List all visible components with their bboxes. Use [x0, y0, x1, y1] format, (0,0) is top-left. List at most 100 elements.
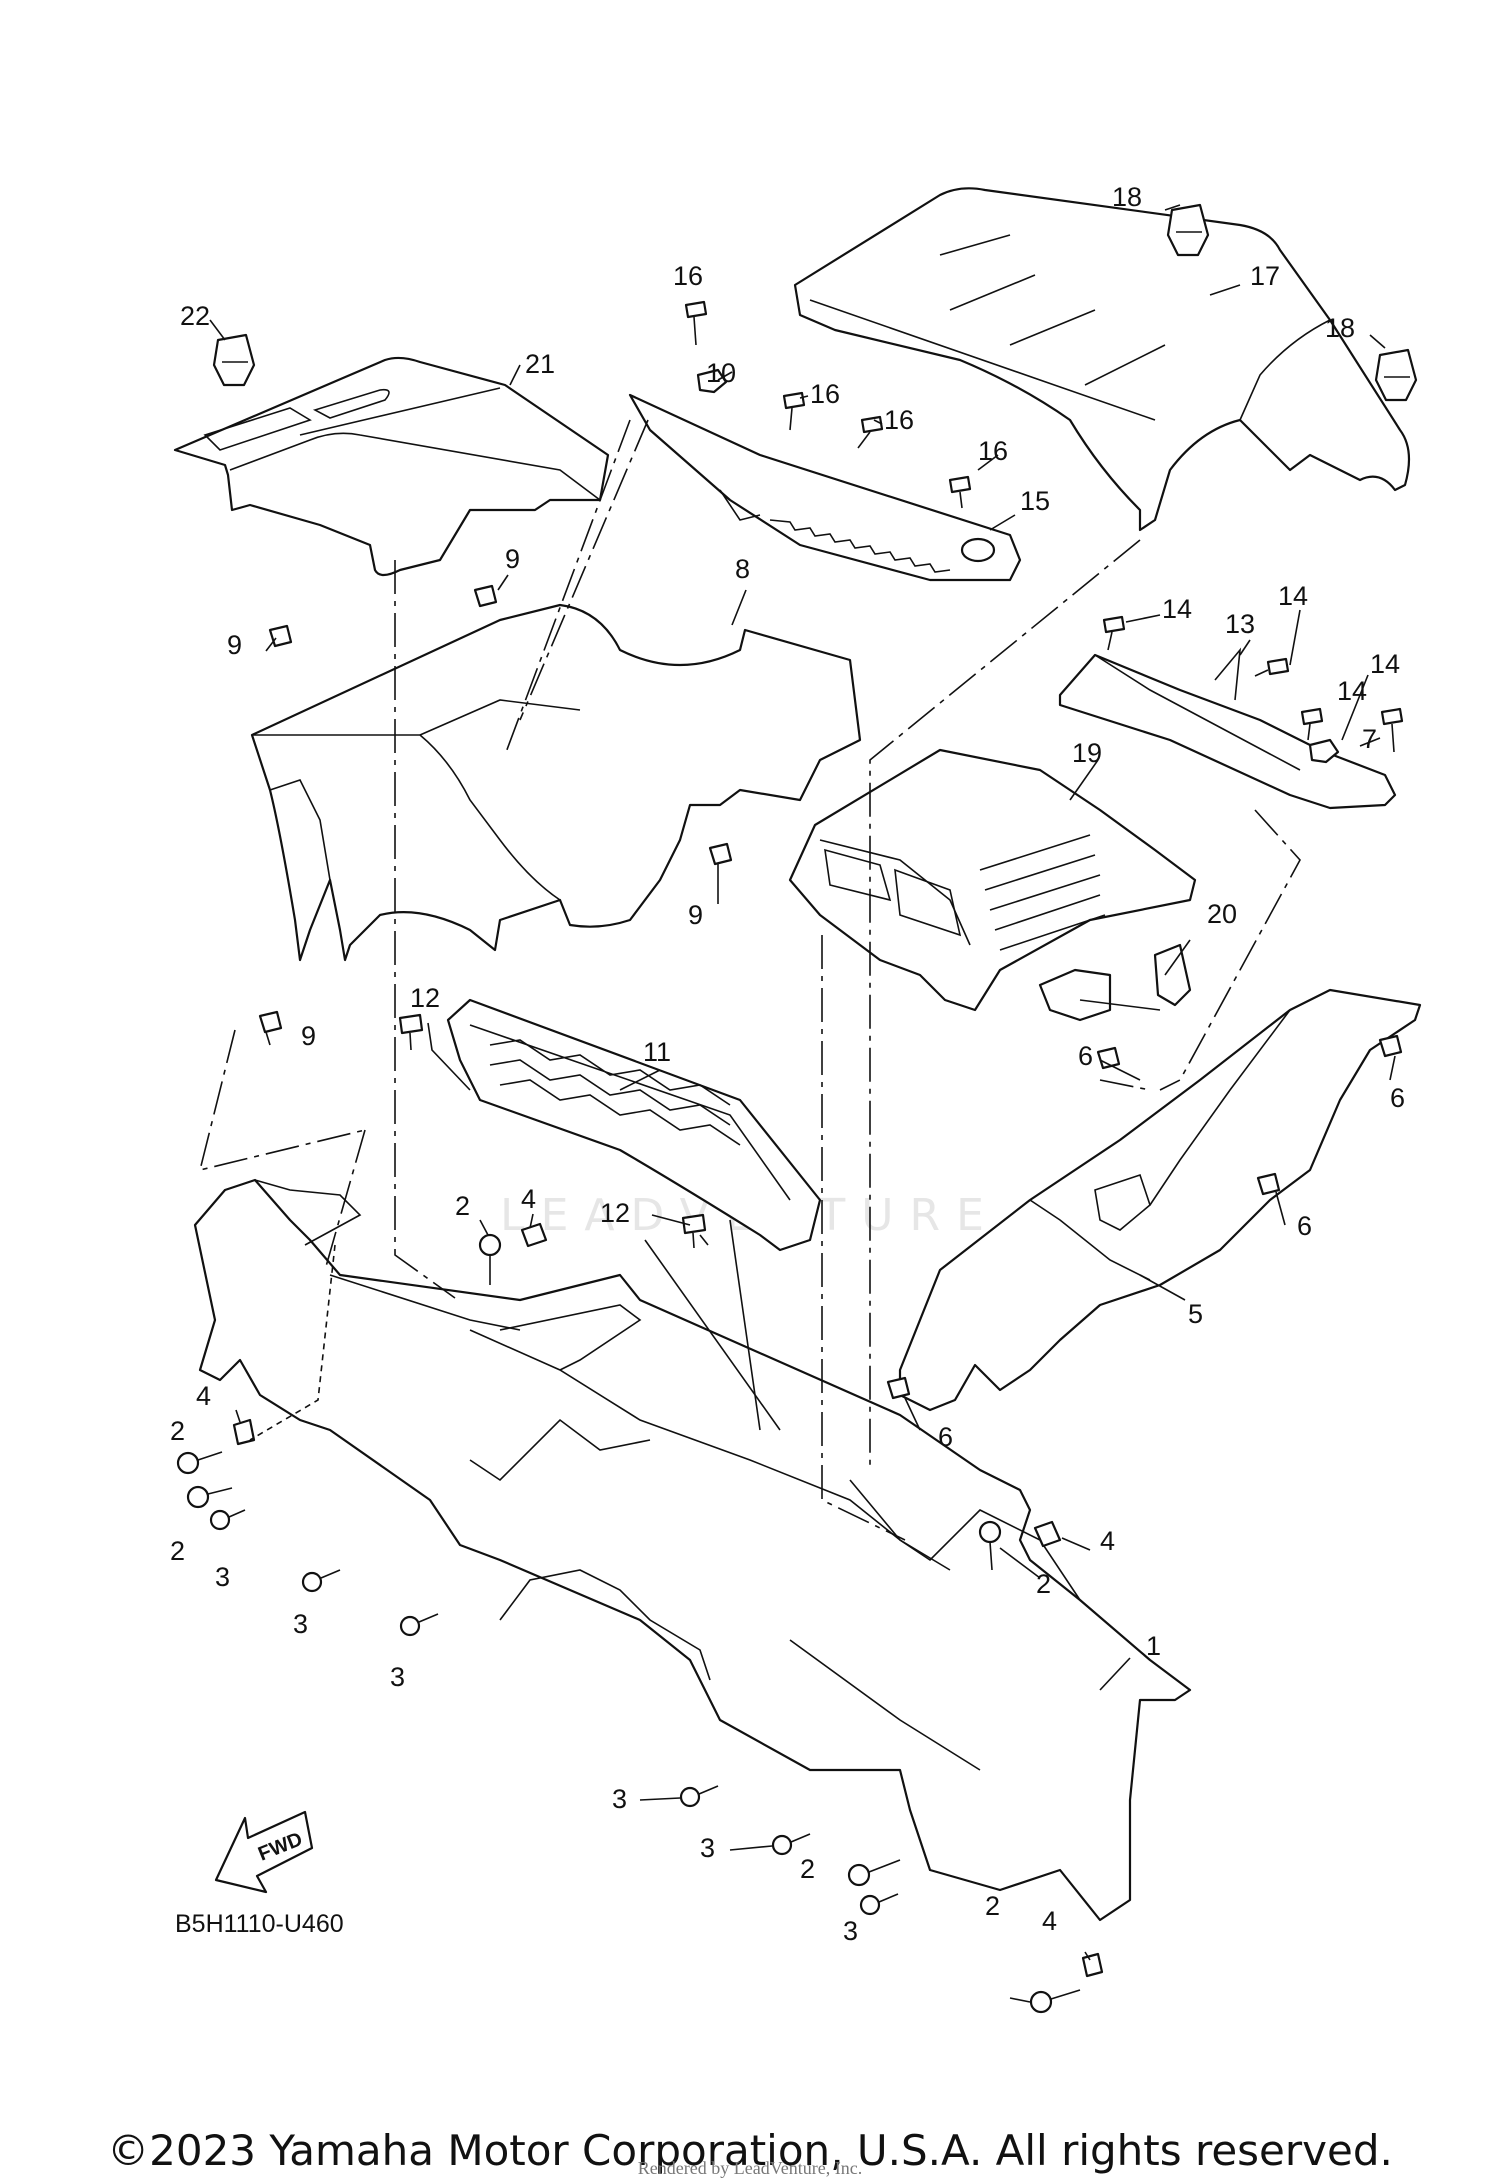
reference-lines [198, 419, 1301, 1541]
part-2-bolt-f[interactable] [1029, 1989, 1081, 2014]
part-13-bracket[interactable] [1058, 647, 1397, 810]
callout-4: 4 [1100, 1526, 1115, 1556]
callout-9: 9 [301, 1021, 316, 1051]
callout-8: 8 [735, 554, 750, 584]
callout-3: 3 [390, 1662, 405, 1692]
fwd-arrow: FWD [214, 1810, 314, 1894]
callout-16: 16 [978, 436, 1008, 466]
callout-2: 2 [1036, 1569, 1051, 1599]
callout-16: 16 [810, 379, 840, 409]
part-12-rivet-a[interactable] [398, 1013, 424, 1051]
callout-2: 2 [800, 1854, 815, 1884]
callout-18: 18 [1112, 182, 1142, 212]
callout-21: 21 [525, 349, 555, 379]
part-9-clip-d[interactable] [258, 1010, 283, 1034]
callout-3: 3 [843, 1916, 858, 1946]
callout-6: 6 [1390, 1083, 1405, 1113]
part-17-roof-cover[interactable] [793, 187, 1411, 532]
callout-4: 4 [521, 1184, 536, 1214]
part-2-bolt-a[interactable] [478, 1233, 502, 1285]
callout-3: 3 [700, 1833, 715, 1863]
part-14-screw-a[interactable] [1102, 615, 1126, 651]
part-3-screw-b[interactable] [301, 1569, 341, 1593]
callout-2: 2 [985, 1891, 1000, 1921]
part-6-clip-b[interactable] [1378, 1034, 1403, 1058]
part-3-screw-f[interactable] [859, 1893, 899, 1916]
callout-2: 2 [170, 1536, 185, 1566]
part-6-clip-c[interactable] [1256, 1172, 1281, 1196]
part-6-clip-d[interactable] [886, 1376, 911, 1400]
callout-6: 6 [938, 1422, 953, 1452]
callout-3: 3 [293, 1609, 308, 1639]
diagram-code: B5H1110-U460 [175, 1910, 344, 1938]
part-19-vent-cover[interactable] [788, 748, 1197, 1012]
part-11-grille[interactable] [446, 998, 822, 1252]
part-2-bolt-b[interactable] [176, 1451, 223, 1475]
part-7-nut[interactable] [1308, 738, 1340, 764]
part-14-screw-c[interactable] [1300, 707, 1324, 741]
part-4-clip-a[interactable] [520, 1222, 548, 1248]
part-18-clip-b[interactable] [1374, 348, 1418, 402]
part-9-clip-c[interactable] [708, 842, 733, 866]
callout-3: 3 [612, 1784, 627, 1814]
callout-2: 2 [170, 1416, 185, 1446]
callout-5: 5 [1188, 1299, 1203, 1329]
part-5-side-panel[interactable] [898, 988, 1422, 1412]
part-21-storage-lid[interactable] [173, 356, 610, 577]
part-9-clip-a[interactable] [473, 584, 498, 608]
callout-2: 2 [455, 1191, 470, 1221]
callout-10: 10 [706, 358, 736, 388]
part-16-screw-b[interactable] [782, 391, 806, 431]
part-6-clip-a[interactable] [1096, 1046, 1121, 1070]
callout-12: 12 [410, 983, 440, 1013]
part-8-dash-panel[interactable] [250, 603, 862, 962]
part-3-screw-a[interactable] [209, 1509, 246, 1531]
callout-7: 7 [1362, 724, 1377, 754]
part-2-bolt-c[interactable] [186, 1485, 233, 1509]
part-4-clip-c[interactable] [1033, 1520, 1062, 1548]
part-20-latch[interactable] [1038, 943, 1192, 1022]
callout-20: 20 [1207, 899, 1237, 929]
part-18-clip-a[interactable] [1166, 203, 1210, 257]
callout-6: 6 [1297, 1211, 1312, 1241]
part-3-screw-d[interactable] [679, 1785, 719, 1808]
callout-19: 19 [1072, 738, 1102, 768]
part-4-clip-b[interactable] [232, 1418, 256, 1446]
part-10-nut[interactable] [696, 368, 728, 394]
callout-labels: 1 2 2 2 2 2 2 3 3 3 3 3 3 4 4 4 4 5 6 6 … [170, 182, 1405, 1946]
part-4-clip-d[interactable] [1081, 1952, 1104, 1978]
callout-15: 15 [1020, 486, 1050, 516]
part-2-bolt-e[interactable] [847, 1859, 901, 1887]
callout-9: 9 [227, 630, 242, 660]
callout-14: 14 [1370, 649, 1400, 679]
part-22-clip[interactable] [212, 333, 256, 387]
part-16-screw-a[interactable] [684, 300, 708, 346]
callout-14: 14 [1337, 676, 1367, 706]
part-16-screw-d[interactable] [948, 475, 972, 509]
part-12-rivet-b[interactable] [681, 1213, 707, 1249]
callout-11: 11 [643, 1037, 671, 1067]
callout-16: 16 [673, 261, 703, 291]
callout-14: 14 [1278, 581, 1308, 611]
callout-12: 12 [600, 1198, 630, 1228]
part-3-screw-c[interactable] [399, 1613, 439, 1637]
callout-6: 6 [1078, 1041, 1093, 1071]
callout-16: 16 [884, 405, 914, 435]
part-15-bracket[interactable] [628, 393, 1022, 582]
callout-13: 13 [1225, 609, 1255, 639]
callout-18: 18 [1325, 313, 1355, 343]
part-2-bolt-d[interactable] [978, 1520, 1002, 1571]
callout-1: 1 [1146, 1631, 1161, 1661]
callout-14: 14 [1162, 594, 1192, 624]
callout-22: 22 [180, 301, 210, 331]
part-3-screw-e[interactable] [771, 1833, 811, 1856]
rendered-by-notice: Rendered by LeadVenture, Inc. [637, 2158, 863, 2178]
part-1-lower-panel[interactable] [193, 1178, 1192, 1922]
callout-4: 4 [1042, 1906, 1057, 1936]
callout-17: 17 [1250, 261, 1280, 291]
copyright-notice: ©2023 Yamaha Motor Corporation, U.S.A. A… [107, 2126, 1393, 2175]
part-14-screw-d[interactable] [1380, 707, 1404, 753]
callout-9: 9 [505, 544, 520, 574]
part-14-screw-b[interactable] [1254, 657, 1290, 677]
